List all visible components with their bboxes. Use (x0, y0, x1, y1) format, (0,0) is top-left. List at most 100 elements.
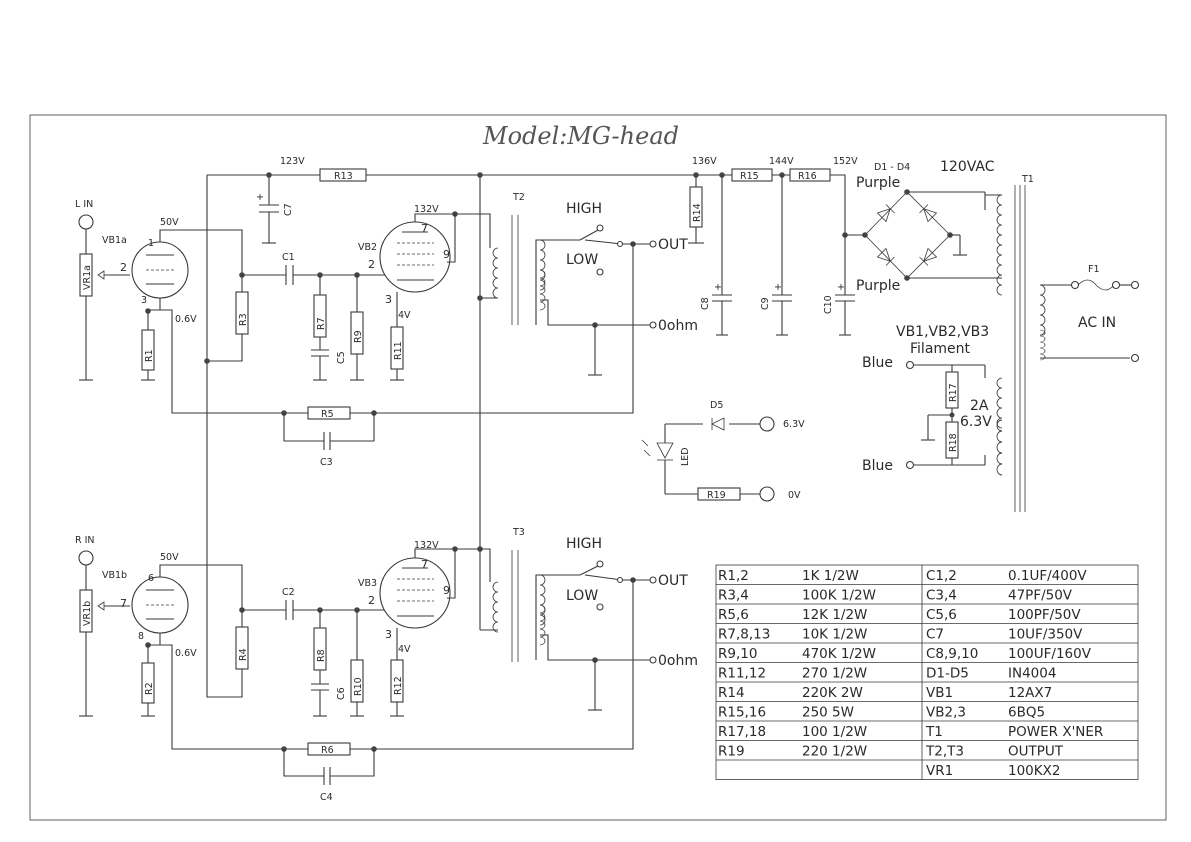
svg-text:2: 2 (120, 261, 127, 274)
svg-text:2: 2 (368, 594, 375, 607)
out-label-left: OUT (658, 237, 688, 253)
bom-ref: VB1 (926, 685, 953, 701)
bom-value: 10K 1/2W (802, 627, 867, 643)
svg-text:7: 7 (120, 597, 127, 610)
bom-value: 0.1UF/400V (1008, 568, 1087, 584)
svg-text:50V: 50V (160, 552, 179, 563)
svg-text:R1: R1 (144, 349, 155, 362)
bom-ref: T1 (925, 724, 943, 740)
bom-value: 100KX2 (1008, 763, 1060, 779)
svg-text:R13: R13 (334, 171, 353, 182)
svg-text:C2: C2 (282, 587, 295, 598)
bom-ref: D1-D5 (926, 666, 969, 682)
ohm-label-left: 0ohm (658, 318, 698, 334)
svg-text:+: + (714, 282, 722, 293)
svg-text:C3: C3 (320, 457, 333, 468)
bom-ref: R3,4 (718, 588, 749, 604)
left-channel: L IN VR1a VB1a 1 2 3 50V 0.6V R1 R3 (75, 192, 698, 468)
svg-text:VR1b: VR1b (82, 601, 93, 626)
svg-text:VB1b: VB1b (102, 570, 127, 581)
svg-text:9: 9 (443, 248, 450, 261)
svg-text:R4: R4 (238, 648, 249, 661)
out-label-right: OUT (658, 573, 688, 589)
bom-value: POWER X'NER (1008, 724, 1103, 740)
svg-text:Blue: Blue (862, 355, 893, 371)
bom-ref: R17,18 (718, 724, 766, 740)
bom-value: 100PF/50V (1008, 607, 1081, 623)
r5: R5 (307, 406, 351, 420)
svg-text:Blue: Blue (862, 458, 893, 474)
r15: R15 (731, 168, 773, 182)
bom-value: 470K 1/2W (802, 646, 876, 662)
svg-text:C1: C1 (282, 252, 295, 263)
voltage-144v: 144V (769, 156, 794, 167)
svg-text:7: 7 (421, 222, 428, 235)
svg-text:R IN: R IN (75, 535, 95, 546)
bom-ref: VB2,3 (926, 705, 966, 721)
bom-value: 1K 1/2W (802, 568, 859, 584)
led: LED (641, 424, 691, 494)
svg-text:T3: T3 (512, 527, 525, 538)
svg-text:R2: R2 (144, 682, 155, 695)
svg-text:C5: C5 (336, 351, 347, 364)
l-in-jack[interactable] (78, 214, 94, 230)
bom-row: VR1 100KX2 (926, 763, 1060, 779)
bom-ref: R7,8,13 (718, 627, 770, 643)
ac-in-label: AC IN (1078, 315, 1116, 331)
svg-text:D5: D5 (710, 400, 723, 411)
d5: D5 6.3V (665, 400, 805, 432)
bom-ref: VR1 (926, 763, 953, 779)
svg-text:R8: R8 (316, 649, 327, 662)
bom-row: R1,2 1K 1/2W C1,2 0.1UF/400V (718, 568, 1087, 584)
bridge-rectifier: D1 - D4 120VAC Purple Purple (845, 159, 995, 294)
r13: R13 (319, 168, 367, 182)
svg-text:R15: R15 (740, 171, 759, 182)
low-label-left: LOW (566, 252, 598, 268)
bom-ref: R5,6 (718, 607, 749, 623)
right-channel: R IN VR1b VB1b 6 7 8 50V 0.6V R2 R4 (75, 527, 698, 803)
c7: + C7 (256, 175, 294, 244)
svg-text:3: 3 (141, 295, 147, 306)
svg-text:4V: 4V (398, 310, 411, 321)
c9: + C9 (760, 175, 792, 336)
svg-text:T1: T1 (1021, 174, 1034, 185)
bom-ref: C3,4 (926, 588, 957, 604)
svg-text:Purple: Purple (856, 278, 900, 294)
bom-value: 250 5W (802, 705, 854, 721)
svg-text:C6: C6 (336, 687, 347, 700)
bom-ref: C5,6 (926, 607, 957, 623)
bom-value: 6BQ5 (1008, 705, 1045, 721)
svg-text:+: + (256, 192, 264, 203)
svg-text:C9: C9 (760, 297, 771, 310)
svg-text:C7: C7 (283, 203, 294, 216)
svg-text:VB1a: VB1a (102, 235, 127, 246)
r-in-jack[interactable] (78, 550, 94, 566)
high-label-left: HIGH (566, 201, 602, 217)
svg-text:3: 3 (385, 628, 392, 641)
page-title: Model:MG-head (482, 122, 679, 150)
svg-text:+: + (774, 282, 782, 293)
svg-text:R10: R10 (353, 677, 364, 696)
voltage-136v: 136V (692, 156, 717, 167)
svg-text:0V: 0V (788, 490, 801, 501)
voltage-152v: 152V (833, 156, 858, 167)
bom-ref: R14 (718, 685, 745, 701)
bom-value: 100K 1/2W (802, 588, 876, 604)
bom-ref: R1,2 (718, 568, 749, 584)
bom-value: IN4004 (1008, 666, 1056, 682)
svg-text:T2: T2 (512, 192, 525, 203)
svg-text:1: 1 (148, 238, 154, 249)
svg-text:R14: R14 (692, 203, 703, 222)
t1: T1 (984, 174, 1130, 512)
bom-ref: C1,2 (926, 568, 957, 584)
svg-text:9: 9 (443, 584, 450, 597)
svg-text:6: 6 (148, 573, 154, 584)
bom-ref: R9,10 (718, 646, 757, 662)
svg-text:C10: C10 (823, 295, 834, 314)
r17: R17 (948, 383, 959, 402)
bom-ref: R11,12 (718, 666, 766, 682)
